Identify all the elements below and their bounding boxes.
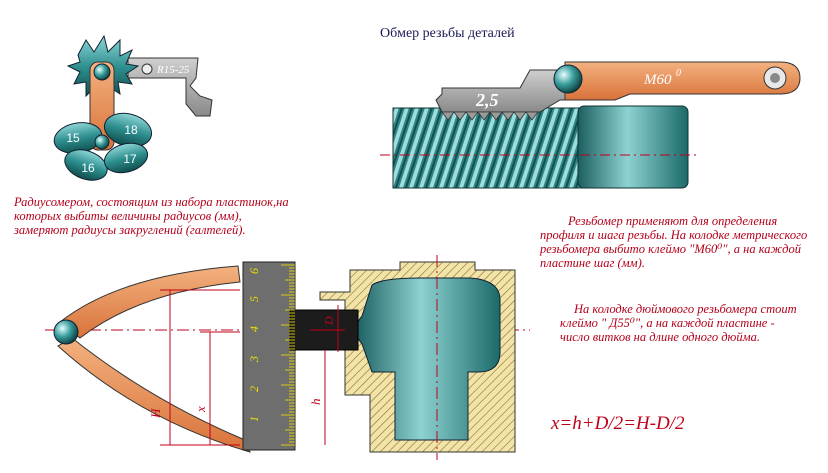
pitch-label: 2,5: [475, 90, 499, 110]
scale-3: 3: [247, 356, 261, 363]
blade-number-15: 15: [66, 131, 80, 145]
page-title: Обмер резьбы деталей: [380, 26, 515, 41]
plate-label: R15-25: [156, 64, 190, 76]
caliper-measurement: 1 2 3 4 5 6 H x h D: [45, 255, 530, 460]
plate-teeth: [441, 111, 539, 121]
plate-rivet: [141, 63, 153, 75]
radius-gauge: 15 18 16 17 R15-25: [53, 34, 213, 181]
caliper-ruler: [242, 261, 296, 451]
scale-6: 6: [247, 268, 261, 274]
gauge-holder: [564, 61, 801, 101]
formula: x=h+D/2=H-D/2: [551, 413, 685, 434]
caliper-pivot: [53, 319, 79, 345]
scale-4: 4: [247, 326, 261, 332]
inch-thread-gauge-description: На колодке дюймового резьбомера стоит кл…: [560, 302, 797, 344]
dimension-lines: [160, 289, 345, 446]
radius-blades: [53, 112, 153, 181]
bolt-shank: [577, 105, 689, 189]
angle-label: M60: [643, 72, 672, 88]
scale-5: 5: [247, 296, 261, 302]
caliper-leg-lower: [57, 337, 251, 453]
arm-pin-bottom: [94, 134, 110, 150]
scale-1: 1: [247, 416, 261, 422]
holder-pin-left: [553, 64, 583, 94]
scale-2: 2: [247, 386, 261, 392]
blade-number-18: 18: [124, 123, 138, 137]
blade-number-17: 17: [123, 152, 137, 166]
thread-gauge: 2,5 M60 0: [380, 61, 801, 189]
ruler-ticks: [281, 264, 295, 446]
dim-D: D: [322, 316, 336, 326]
arm-pin-top: [93, 63, 111, 81]
dim-x: x: [193, 406, 208, 413]
caliper-leg-upper: [59, 265, 241, 339]
threaded-rod: [392, 107, 584, 189]
dim-h: h: [308, 399, 323, 406]
radius-gauge-description: Радиусомером, состоящим из набора пласти…: [14, 195, 289, 237]
thread-gauge-description: Резьбомер применяют для определения проф…: [540, 214, 808, 270]
ruler-numbers: 1 2 3 4 5 6: [247, 268, 261, 422]
angle-label-sup: 0: [676, 68, 681, 79]
blade-number-16: 16: [81, 161, 95, 175]
dim-H: H: [148, 408, 163, 419]
